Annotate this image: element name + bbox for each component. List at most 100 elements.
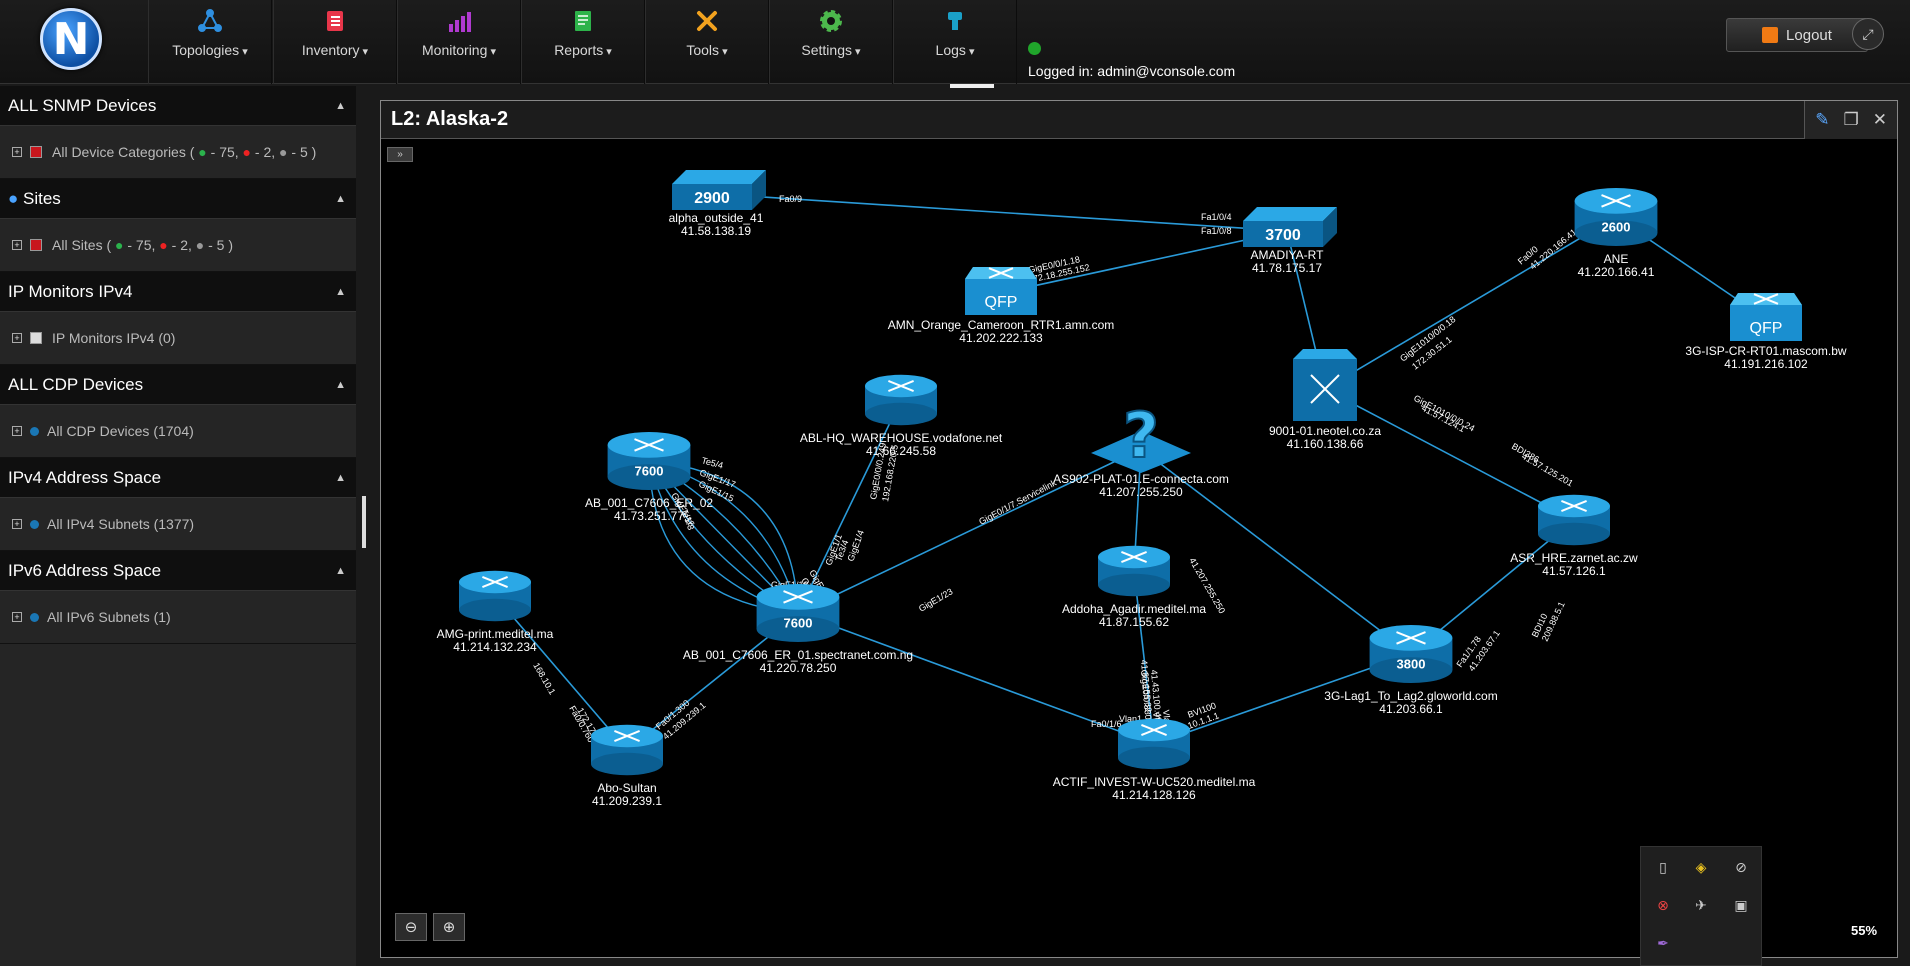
port-label: 168.10.1 bbox=[531, 661, 557, 696]
nav-reports[interactable]: Reports bbox=[521, 0, 645, 84]
connect-icon[interactable]: ▣ bbox=[1734, 897, 1748, 913]
site-icon bbox=[30, 239, 42, 251]
device-er01[interactable]: 7600AB_001_C7606_ER_01.spectranet.com.ng… bbox=[683, 584, 913, 675]
fullscreen-icon[interactable]: ⤢ bbox=[1852, 18, 1884, 50]
panel-toggle-icon[interactable]: » bbox=[387, 147, 413, 162]
port-label: Fa0/9 bbox=[779, 194, 802, 204]
link-lag-actif[interactable] bbox=[1153, 653, 1412, 745]
network-off-icon[interactable]: ⊘ bbox=[1735, 859, 1747, 875]
close-icon[interactable]: ✕ bbox=[1872, 110, 1887, 129]
online-status-dot bbox=[1028, 42, 1041, 55]
link-amg-abosultan[interactable] bbox=[494, 595, 628, 751]
shield-icon[interactable]: ◈ bbox=[1695, 859, 1707, 875]
expand-icon[interactable]: + bbox=[12, 147, 22, 157]
device-isp[interactable]: QFP3G-ISP-CR-RT01.mascom.bw41.191.216.10… bbox=[1685, 293, 1847, 371]
tree-item-device-categories[interactable]: + All Device Categories ( ● - 75, ● - 2,… bbox=[0, 126, 356, 179]
nav-inventory[interactable]: Inventory bbox=[273, 0, 397, 84]
section-header-ipv6[interactable]: IPv6 Address Space▲ bbox=[0, 551, 356, 591]
tree-item-ipv6-subnets[interactable]: +All IPv6 Subnets (1) bbox=[0, 591, 356, 644]
device-actif[interactable]: ACTIF_INVEST-W-UC520.meditel.ma41.214.12… bbox=[1053, 718, 1256, 802]
device-as902[interactable]: ?AS902-PLAT-01.E-connecta.com41.207.255.… bbox=[1053, 398, 1229, 499]
zoom-out-icon[interactable]: ⊖ bbox=[395, 913, 427, 941]
link-amn-amadiya[interactable] bbox=[1000, 230, 1288, 294]
monitoring-icon bbox=[449, 12, 471, 32]
nav-logs[interactable]: Logs bbox=[893, 0, 1017, 84]
app-logo[interactable]: N bbox=[40, 8, 102, 70]
tools-icon bbox=[697, 11, 717, 31]
chevron-up-icon[interactable]: ▲ bbox=[335, 564, 346, 577]
chevron-up-icon[interactable]: ▲ bbox=[335, 378, 346, 391]
nav-monitoring[interactable]: Monitoring bbox=[397, 0, 521, 84]
nav-topologies[interactable]: Topologies bbox=[148, 0, 272, 84]
nav-tools[interactable]: Tools bbox=[645, 0, 769, 84]
device-name: alpha_outside_41 bbox=[669, 211, 764, 225]
port-label: 41.43.100.49 bbox=[1149, 669, 1164, 722]
device-ip: 41.57.126.1 bbox=[1542, 564, 1606, 578]
airplane-icon[interactable]: ✈ bbox=[1695, 897, 1707, 913]
expand-icon[interactable]: + bbox=[12, 612, 22, 622]
tree-label: All CDP Devices (1704) bbox=[47, 423, 194, 439]
logout-button[interactable]: Logout bbox=[1726, 18, 1868, 52]
device-ip: 41.160.138.66 bbox=[1287, 437, 1364, 451]
topology-map[interactable]: Fa0/9Fa1/0/4Fa1/0/8GigE0/0/1.18172.18.25… bbox=[381, 140, 1897, 958]
section-header-sites[interactable]: ● Sites▲ bbox=[0, 179, 356, 219]
device-ip: 41.214.132.234 bbox=[453, 640, 537, 654]
link-lag-as902[interactable] bbox=[1140, 448, 1412, 655]
link-er01-abl[interactable] bbox=[797, 399, 902, 614]
chevron-up-icon[interactable]: ▲ bbox=[335, 285, 346, 298]
section-header-ip-monitors[interactable]: IP Monitors IPv4▲ bbox=[0, 272, 356, 312]
usb-icon[interactable]: ▯ bbox=[1659, 859, 1667, 875]
paperclip-icon[interactable]: ✎ bbox=[1815, 110, 1830, 129]
count-grey: - 5 ) bbox=[291, 144, 317, 160]
expand-icon[interactable]: + bbox=[12, 426, 22, 436]
pen-icon[interactable]: ✒ bbox=[1657, 935, 1669, 951]
link-neotel-asr[interactable] bbox=[1324, 388, 1575, 521]
nav-label: Tools bbox=[646, 42, 768, 58]
tree-label: All Device Categories ( bbox=[52, 144, 195, 160]
section-header-snmp[interactable]: ALL SNMP Devices▲ bbox=[0, 86, 356, 126]
link-er01-actif[interactable] bbox=[797, 612, 1155, 745]
logout-icon bbox=[1762, 27, 1779, 43]
link-er01-as902[interactable] bbox=[797, 448, 1142, 614]
sidebar-scrollbar[interactable] bbox=[362, 496, 366, 548]
expand-icon[interactable]: + bbox=[12, 333, 22, 343]
no-disturb-icon[interactable]: ⊗ bbox=[1657, 897, 1669, 913]
section-header-cdp[interactable]: ALL CDP Devices▲ bbox=[0, 365, 356, 405]
device-amn[interactable]: QFPAMN_Orange_Cameroon_RTR1.amn.com41.20… bbox=[888, 267, 1115, 345]
link-neotel-ane[interactable] bbox=[1324, 216, 1617, 390]
expand-icon[interactable]: + bbox=[12, 519, 22, 529]
nav-settings[interactable]: Settings bbox=[769, 0, 893, 84]
tree-item-cdp-devices[interactable]: + All CDP Devices (1704) bbox=[0, 405, 356, 458]
device-abl[interactable]: ABL-HQ_WAREHOUSE.vodafone.net41.66.245.5… bbox=[800, 374, 1003, 458]
port-label: Fa1/0/8 bbox=[1201, 226, 1232, 236]
link-addoha-actif[interactable] bbox=[1133, 570, 1155, 745]
zoom-in-icon[interactable]: ⊕ bbox=[433, 913, 465, 941]
logs-icon bbox=[948, 12, 962, 30]
section-header-ipv4[interactable]: IPv4 Address Space▲ bbox=[0, 458, 356, 498]
link-alpha-amadiya[interactable] bbox=[715, 193, 1288, 232]
section-title-text: Sites bbox=[23, 188, 61, 208]
device-ip: 41.191.216.102 bbox=[1724, 357, 1808, 371]
port-label: GigE0/1/7.Servicelink bbox=[977, 477, 1058, 526]
chevron-up-icon[interactable]: ▲ bbox=[335, 192, 346, 205]
chevron-up-icon[interactable]: ▲ bbox=[335, 471, 346, 484]
restore-window-icon[interactable]: ❐ bbox=[1843, 110, 1859, 129]
tree-item-all-sites[interactable]: + All Sites ( ● - 75, ● - 2, ● - 5 ) bbox=[0, 219, 356, 272]
chevron-up-icon[interactable]: ▲ bbox=[335, 99, 346, 112]
tree-item-ip-monitors[interactable]: +IP Monitors IPv4 (0) bbox=[0, 312, 356, 365]
nav-label: Settings bbox=[770, 42, 892, 58]
tree-item-ipv4-subnets[interactable]: +All IPv4 Subnets (1377) bbox=[0, 498, 356, 551]
dot-icon bbox=[30, 519, 39, 529]
device-ip: 41.87.155.62 bbox=[1099, 615, 1169, 629]
device-lag[interactable]: 38003G-Lag1_To_Lag2.gloworld.com41.203.6… bbox=[1324, 625, 1498, 716]
expand-icon[interactable]: + bbox=[12, 240, 22, 250]
